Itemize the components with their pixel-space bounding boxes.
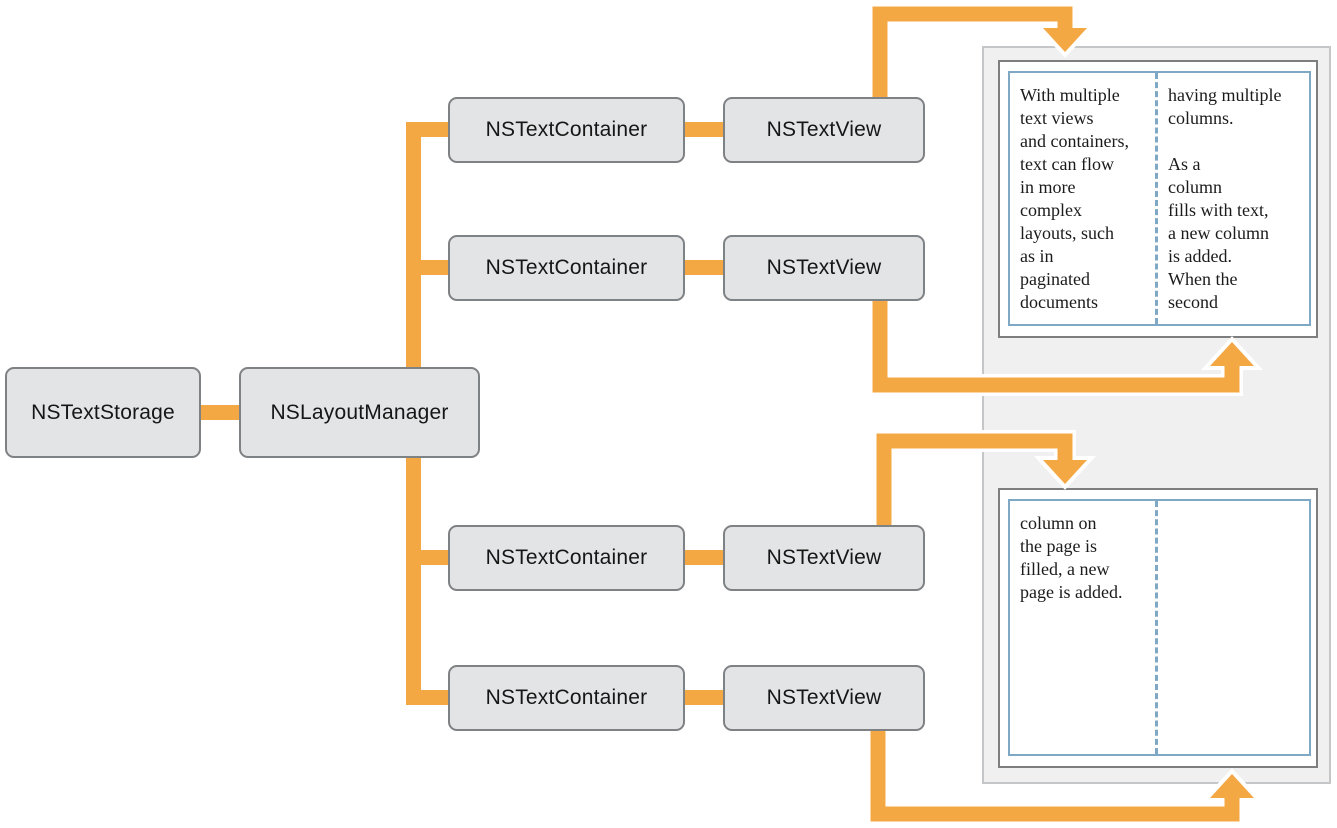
node-nstextview-1: NSTextView xyxy=(723,97,925,163)
connector-row3-branch xyxy=(406,550,450,565)
connector-row2-branch xyxy=(406,260,450,275)
page-2-text-area: column on the page is filled, a new page… xyxy=(1008,499,1311,756)
node-nstextcontainer-2: NSTextContainer xyxy=(448,235,685,301)
page-1-text-area: With multiple text views and containers,… xyxy=(1008,71,1311,326)
page-1: With multiple text views and containers,… xyxy=(998,60,1318,338)
node-nstextcontainer-4: NSTextContainer xyxy=(448,665,685,731)
node-nstextview-3: NSTextView xyxy=(723,525,925,591)
page-2-right-column xyxy=(1168,501,1305,754)
page-1-left-column: With multiple text views and containers,… xyxy=(1020,85,1129,312)
page-1-column-divider xyxy=(1155,73,1158,324)
node-nstextview-4: NSTextView xyxy=(723,665,925,731)
page-2-column-divider xyxy=(1155,501,1158,754)
connector-row1-branch xyxy=(406,122,450,137)
node-nstextcontainer-3: NSTextContainer xyxy=(448,525,685,591)
node-nstextstorage: NSTextStorage xyxy=(5,367,201,458)
node-nslayoutmanager: NSLayoutManager xyxy=(239,367,480,458)
node-nstextview-2: NSTextView xyxy=(723,235,925,301)
page-2-left-column: column on the page is filled, a new page… xyxy=(1020,513,1123,602)
connector-row4-container-view xyxy=(683,690,725,705)
connector-row2-container-view xyxy=(683,260,725,275)
connector-storage-manager xyxy=(200,405,241,420)
connector-row4-branch xyxy=(406,690,450,705)
connector-row3-container-view xyxy=(683,550,725,565)
page-1-right-column: having multiple columns. As a column fil… xyxy=(1168,85,1282,312)
connector-row1-container-view xyxy=(683,122,725,137)
node-nstextcontainer-1: NSTextContainer xyxy=(448,97,685,163)
page-2: column on the page is filled, a new page… xyxy=(998,488,1318,768)
